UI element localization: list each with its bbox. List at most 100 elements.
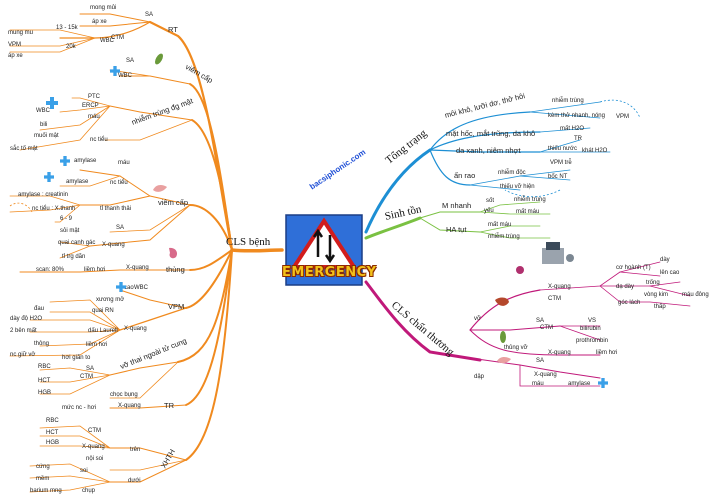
vo-thai-ctm: CTM [80,374,93,380]
nhiem-trung-muoi-mat: muối mật [34,133,59,139]
vpm-hoi-gian-to: hơi giãn to [62,355,91,361]
viem-cap2-mau: máu [118,160,130,166]
vpm-quai-rn: quai RN [92,308,114,314]
viem-cap2-soi-mat: sỏi mật [60,228,80,234]
nhiem-trung-wbc: WBC [36,108,50,114]
sinh-ton-ha-tut: HA tụt [446,225,467,234]
liver-icon [495,297,509,306]
chan-thuong-sa: SA [536,318,545,324]
chan-thuong-vo: vỡ [474,316,481,322]
thung-title: thủng [166,265,185,274]
vpm-ben-mat: 2 bên mất [10,328,37,334]
medical-cross-icon [44,172,54,182]
viem-cap2-ti-thanh-thai: tỉ thanh thải [100,206,132,212]
viem-cap2-title: viêm cấp [158,198,189,207]
organ-icon [516,266,524,274]
tong-trang-nhiem-trung: nhiễm trùng [552,98,584,104]
chan-thuong-day: dày [660,257,670,263]
tong-trang-vpm-tre: VPM trễ [550,160,572,166]
chan-thuong-prothrombin: prothrombin [576,338,609,344]
sinh-ton-nhiem-trung2: nhiễm trùng [488,234,520,240]
rt-mung-mu: mung mu [8,30,34,36]
rt-sa: SA [145,12,154,18]
viem-cap1-wbc: WBC [118,73,132,79]
sinh-ton-mat-mau: mất máu [516,209,540,215]
nhiem-trung-sac-to: sắc tố mật [10,146,38,152]
viem-cap2-amylase2: amylase [66,179,89,185]
tong-trang-an-rao: ấn rao [454,171,476,180]
tong-trang-tr: TR [574,136,582,142]
sinh-ton-nhiem-trung: nhiễm trùng [514,197,546,203]
center-title: EMERGENCY [282,265,377,280]
tong-trang-nhiem-doc: nhiễm độc [498,170,526,176]
xhth-soi: soi [80,468,88,474]
gallbladder-icon [155,53,163,65]
medical-cross-icon [110,66,120,76]
tr-title: TR [164,401,174,410]
vpm-title: VPM [168,302,185,311]
tong-trang-mat-h2o: mất H2O [560,126,585,132]
dashed-arrows [504,99,641,198]
rt-20k: 20k [66,44,76,50]
sinh-ton-yeu: yếu [484,208,494,214]
medical-cross-icon [598,378,608,388]
rt-wbc: WBC [100,38,114,44]
thung-xquang: X-quang [126,265,149,271]
tong-trang-branch-lines [364,101,611,234]
tong-trang-boc-nt: bốc NT [548,174,568,180]
viem-cap2-xquang: X-quang [102,242,125,248]
chan-thuong-dap: dập [474,374,485,380]
left-branch-lines [9,13,284,493]
sinh-ton-branch-lines [364,201,551,240]
pancreas-icon [153,185,167,192]
sinh-ton-sot: sốt [486,198,495,204]
viem-cap2-nc-tieu-x: nc tiểu : X.thanh [32,206,76,212]
thung-liem-hoi: liềm hơi [84,267,106,273]
vpm-xuong-mo: xương mở [96,297,125,303]
chan-thuong-ctm2: CTM [540,325,553,331]
rt-range: 13 - 15k [56,25,78,31]
tong-trang-thieu-vo: thiếu vỡ hiện [500,184,535,190]
xhth-xquang: X-quang [82,444,105,450]
tr-muc-nc-hoi: mức nc - hơi [62,405,96,411]
thung-pct: scan: 80% [36,267,65,273]
tong-trang-vpm: VPM [616,114,630,120]
tr-xquang: X-quang [118,403,141,409]
rt-ap-xe2: áp xe [8,53,23,59]
left-branch-title: CLS bệnh [226,236,271,248]
chan-thuong-len-cao: lên cao [660,270,680,276]
xhth-duoi: dưới [128,478,141,484]
chan-thuong-xquang: X-quang [548,284,571,290]
nhiem-trung-ptc: PTC [88,94,100,100]
tong-trang-thieu-nuoc: thiếu nước [548,146,577,152]
chan-thuong-trong: trống [646,280,660,286]
nhiem-trung-bili: bili [40,122,48,128]
nhiem-trung-ercp: ERCP [82,103,99,109]
rt-ctm: CTM [111,35,124,41]
xhth-noi-soi: nội soi [86,456,104,462]
rt-vpm: VPM [8,42,22,48]
vo-thai-chua-bung: chọc bụng [110,392,138,398]
vpm-liem-hoi: liềm hơi [86,342,108,348]
xhth-ctm: CTM [88,428,101,434]
emergency-center-node: EMERGENCY [282,213,377,291]
gallbladder-icon [500,331,506,343]
vpm-wbc: WBC [134,285,148,291]
rt-mong-mui: mong mủi [90,5,117,11]
chan-thuong-vong-kim: vòng kim [644,292,669,298]
chan-thuong-thung-vo: thủng vỡ [504,345,528,351]
vpm-cao: cao [124,285,134,291]
chan-thuong-xquang3: X-quang [534,372,557,378]
xhth-rbc: RBC [46,418,59,424]
chan-thuong-bilirubin: bilirubin [580,326,601,332]
chan-thuong-xquang2: X-quang [548,350,571,356]
chan-thuong-amylase: amylase [568,381,591,387]
nhiem-trung-nc-tieu: nc tiểu [90,137,108,143]
tong-trang-kem-tho: kèm thở nhanh, nóng [548,113,605,119]
stomach-icon [169,247,178,259]
medical-cross-icon [46,97,58,109]
viem-cap2-range: 6 - 9 [60,216,73,222]
medical-cross-icon [116,282,126,292]
sinh-ton-m-nhanh: M nhanh [442,201,472,210]
ultrasound-machine-icon [542,242,574,264]
